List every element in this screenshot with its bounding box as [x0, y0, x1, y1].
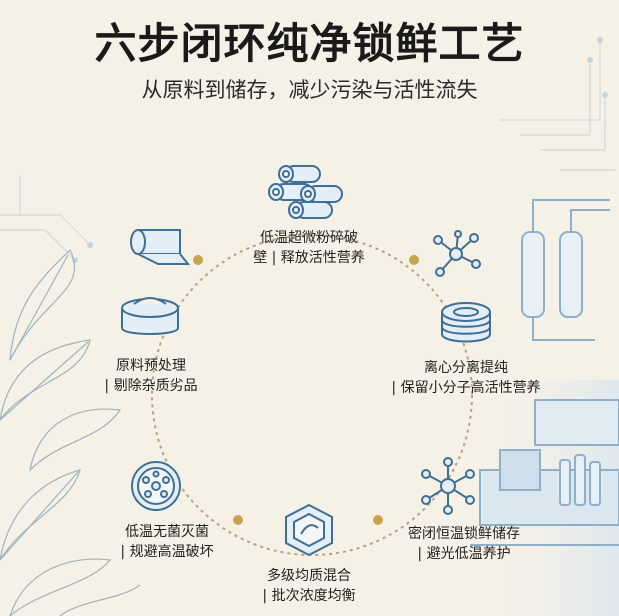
- rolls-icon: [268, 165, 343, 219]
- step-label-line2: | 避光低温养护: [417, 546, 511, 562]
- molecule-icon: [433, 230, 481, 277]
- ring-dot: [193, 255, 203, 265]
- ring-dot: [373, 515, 383, 525]
- ring-dot: [233, 515, 243, 525]
- step-label-line2: | 规避高温破坏: [120, 544, 214, 560]
- step-label-line1: 低温超微粉碎破: [260, 230, 358, 246]
- step-low-temp-grinding: 低温超微粉碎破 壁 | 释放活性营养: [248, 228, 370, 268]
- step-label-line1: 低温无菌灭菌: [125, 524, 209, 540]
- network-icon: [421, 457, 475, 515]
- step-centrifugal-purification: 离心分离提纯 | 保留小分子高活性营养: [374, 358, 558, 398]
- filter-disc-icon: [441, 302, 491, 343]
- sieve-bowl-icon: [121, 297, 179, 335]
- step-label-line1: 多级均质混合: [267, 568, 351, 584]
- step-sterilization: 低温无菌灭菌 | 规避高温破坏: [112, 522, 222, 562]
- step-label-line2: | 批次浓度均衡: [262, 588, 356, 604]
- step-label-line1: 原料预处理: [116, 358, 186, 374]
- petri-dish-icon: [131, 461, 181, 511]
- page-title: 六步闭环纯净锁鲜工艺: [94, 19, 525, 68]
- roller-icon: [130, 229, 190, 265]
- step-homogeneous-mixing: 多级均质混合 | 批次浓度均衡: [254, 566, 364, 606]
- step-label-line1: 密闭恒温锁鲜储存: [408, 526, 520, 542]
- ring-dot: [409, 255, 419, 265]
- step-label-line1: 离心分离提纯: [424, 360, 508, 376]
- step-label-line2: | 剔除杂质劣品: [104, 378, 198, 394]
- step-sealed-storage: 密闭恒温锁鲜储存 | 避光低温养护: [394, 524, 534, 564]
- step-pretreatment: 原料预处理 | 剔除杂质劣品: [96, 356, 206, 396]
- step-label-line2: | 保留小分子高活性营养: [391, 380, 541, 396]
- hexagon-shield-icon: [285, 503, 333, 557]
- step-label-line2: 壁 | 释放活性营养: [253, 250, 365, 266]
- page-subtitle: 从原料到储存，减少污染与活性流失: [141, 78, 478, 102]
